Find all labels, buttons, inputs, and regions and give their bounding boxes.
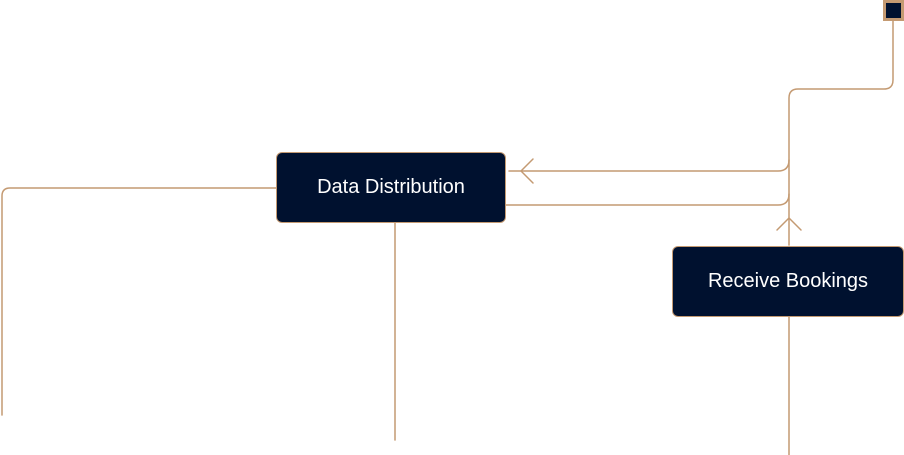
start-marker-square: [883, 0, 904, 21]
connector-left-branch: [1, 187, 277, 416]
connector-distribution-to-trunk: [505, 193, 790, 206]
node-label: Receive Bookings: [707, 270, 869, 292]
connector-trunk-to-distribution: [508, 159, 790, 172]
node-label: Data Distribution: [317, 176, 465, 198]
arrowhead-into-distribution: [520, 158, 534, 184]
arrowhead-up-to-trunk: [776, 217, 802, 231]
node-receive-bookings[interactable]: Receive Bookings: [672, 246, 904, 317]
connector-square-to-trunk: [788, 20, 894, 246]
node-data-distribution[interactable]: Data Distribution: [276, 152, 506, 223]
